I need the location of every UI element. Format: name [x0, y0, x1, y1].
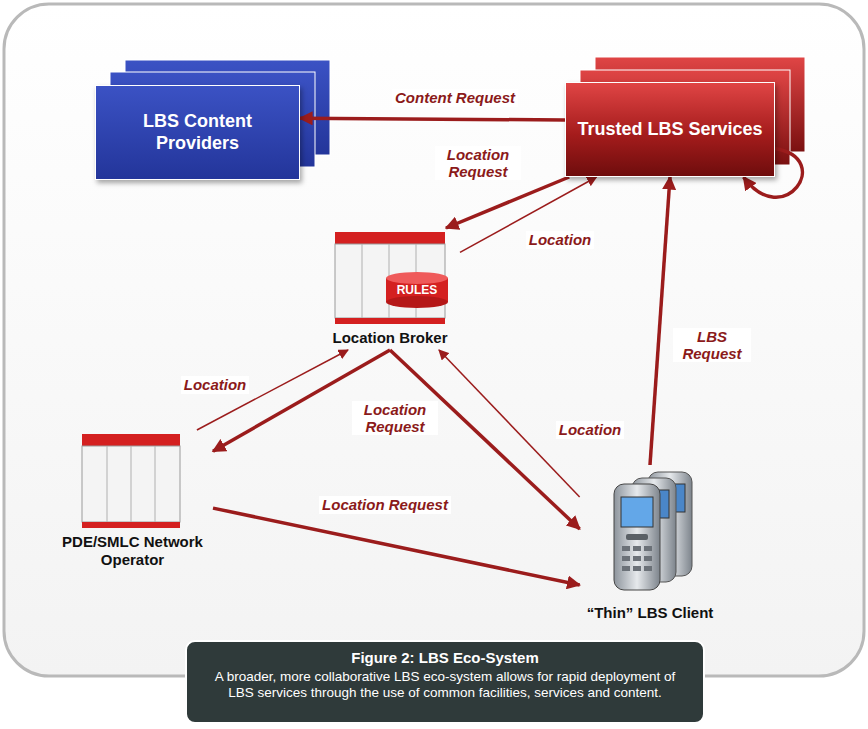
- flow-arrow: [300, 118, 565, 120]
- edge-label: Location: [181, 376, 250, 393]
- node-label: PDE/SMLC Network Operator: [56, 533, 209, 569]
- service-card: Trusted LBS Services: [565, 82, 775, 177]
- figure-caption: A broader, more collaborative LBS eco-sy…: [201, 669, 689, 701]
- edge-label: Location Request: [435, 146, 521, 181]
- phone-icon: [614, 472, 692, 590]
- server-icon: [82, 434, 180, 528]
- figure-title: Figure 2: LBS Eco-System: [201, 649, 689, 666]
- flow-arrow: [213, 508, 580, 585]
- edge-label: Content Request: [392, 89, 518, 106]
- node-label: LBS Content Providers: [102, 111, 293, 154]
- edge-label: Location Request: [352, 401, 438, 436]
- edge-label: Location Request: [319, 496, 451, 513]
- edge-label: LBS Request: [673, 328, 751, 363]
- node-label: Location Broker: [332, 329, 447, 347]
- node-label: Trusted LBS Services: [577, 119, 762, 141]
- broker-server: Location Broker: [320, 228, 460, 350]
- flow-arrow: [460, 177, 597, 252]
- operator-server: PDE/SMLC Network Operator: [52, 430, 213, 572]
- server-icon: [335, 232, 448, 324]
- edge-label: Location: [526, 231, 595, 248]
- caption-panel: Figure 2: LBS Eco-System A broader, more …: [185, 640, 705, 724]
- lbs-client: “Thin” LBS Client: [580, 465, 721, 625]
- provider-card: LBS Content Providers: [95, 85, 300, 180]
- cylinder-label: RULES: [397, 283, 438, 297]
- flow-arrow: [650, 177, 670, 465]
- outer-panel: [4, 4, 864, 676]
- node-label: “Thin” LBS Client: [587, 604, 714, 622]
- edge-label: Location: [556, 421, 625, 438]
